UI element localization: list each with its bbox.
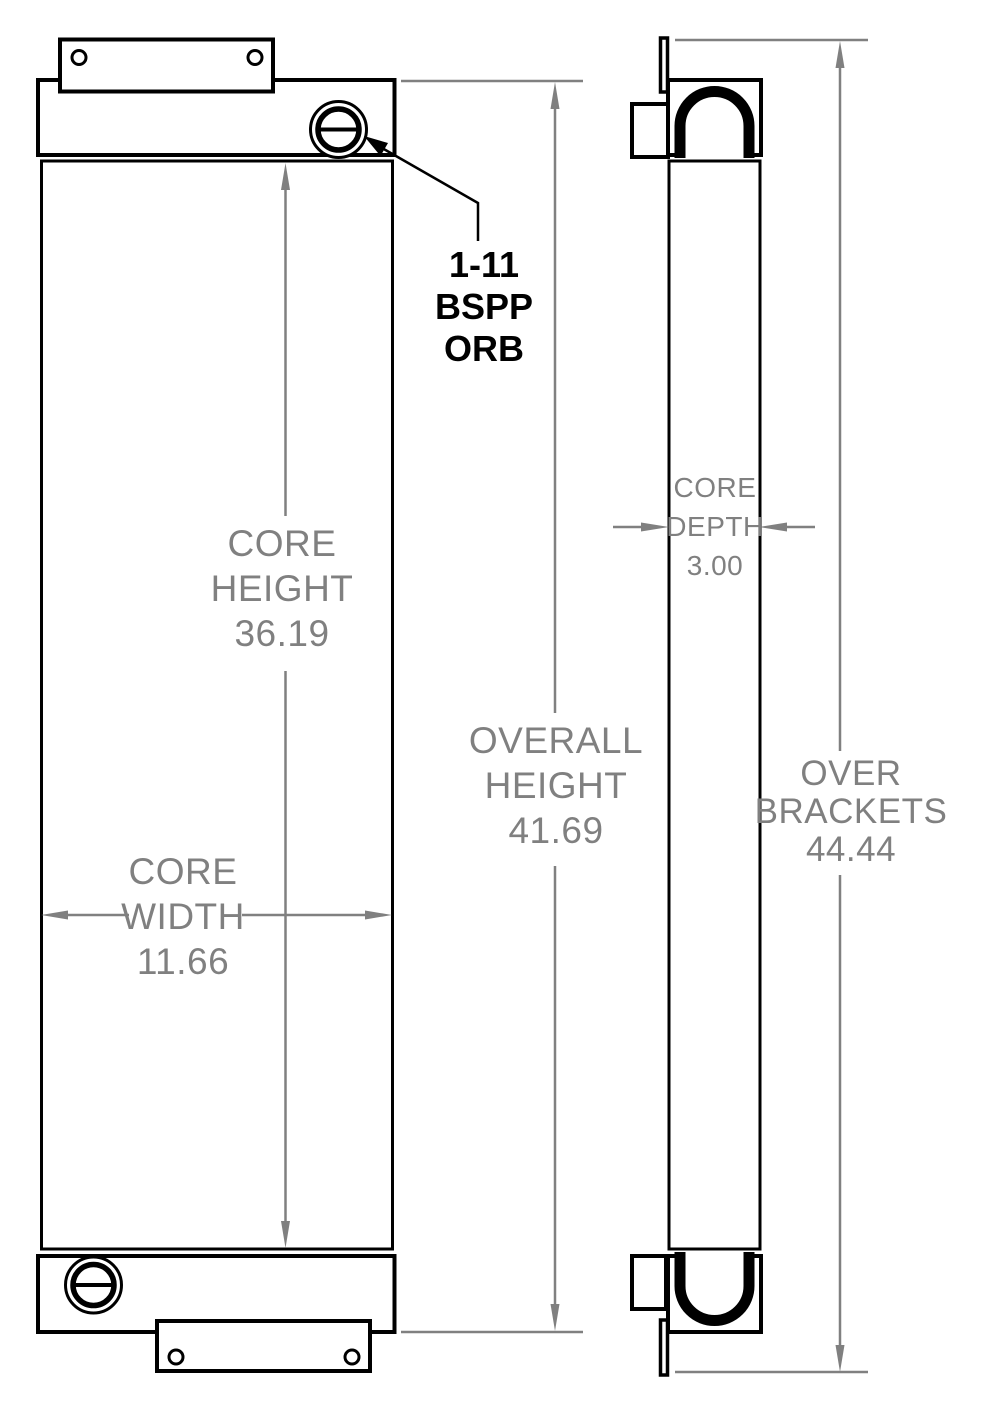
- core-depth-label: CORE DEPTH 3.00: [666, 468, 763, 585]
- front-top-bracket-hole-right: [246, 49, 264, 66]
- front-top-port-icon: [309, 100, 368, 159]
- dim-text: DEPTH: [666, 511, 764, 542]
- dim-value: 3.00: [686, 550, 744, 581]
- side-top-bracket-tab: [658, 36, 670, 94]
- leader-arrowhead-icon: [364, 136, 388, 156]
- arrow-right-icon: [641, 522, 669, 532]
- dim-text: CORE: [673, 472, 757, 503]
- dim-text: CORE: [128, 851, 238, 892]
- arrow-left-icon: [41, 910, 68, 920]
- dim-text: OVER: [800, 754, 902, 793]
- front-bottom-port-icon: [64, 1255, 123, 1315]
- arrow-down-icon: [550, 1304, 560, 1331]
- side-bottom-bracket-plate: [630, 1254, 668, 1311]
- side-bottom-bracket-tab: [658, 1318, 670, 1377]
- dim-text: OVERALL: [468, 720, 644, 761]
- side-core: [667, 159, 762, 1251]
- dimension-lines: [67, 38, 868, 1374]
- over-brackets-label: OVER BRACKETS 44.44: [755, 755, 948, 869]
- arrow-down-icon: [835, 1345, 845, 1372]
- arrow-down-icon: [281, 1221, 290, 1248]
- side-bottom-port-icon: [674, 1252, 755, 1326]
- dim-value: 44.44: [805, 830, 897, 869]
- arrow-right-icon: [365, 910, 392, 920]
- port-text: BSPP: [434, 286, 534, 327]
- front-top-bracket-hole-left: [70, 49, 88, 66]
- port-leader: [364, 136, 480, 241]
- port-text: ORB: [443, 328, 524, 369]
- front-bottom-bracket: [155, 1319, 372, 1373]
- dim-text: CORE: [227, 523, 337, 564]
- dim-value: 41.69: [508, 810, 604, 851]
- front-bottom-bracket-hole-left: [167, 1348, 185, 1366]
- over-brackets-dimension-line: [675, 38, 868, 1374]
- front-top-bracket: [58, 37, 275, 94]
- dim-value: 36.19: [234, 613, 330, 654]
- dim-value: 11.66: [136, 941, 230, 982]
- front-core: [40, 159, 394, 1251]
- side-top-bracket-plate: [630, 102, 670, 159]
- arrow-left-icon: [759, 522, 787, 532]
- dim-text: HEIGHT: [484, 765, 628, 806]
- arrow-up-icon: [281, 163, 290, 190]
- port-text: 1-11: [448, 244, 520, 285]
- side-view: [630, 36, 763, 1377]
- front-view: [36, 37, 397, 1373]
- overall-height-label: OVERALL HEIGHT 41.69: [469, 718, 643, 853]
- core-width-label: CORE WIDTH 11.66: [121, 849, 245, 984]
- side-top-port-icon: [674, 86, 755, 158]
- dim-text: HEIGHT: [210, 568, 354, 609]
- front-bottom-bracket-hole-right: [343, 1348, 361, 1366]
- overall-height-dimension-line: [401, 79, 583, 1334]
- dimension-arrowheads: [41, 41, 845, 1372]
- dim-text: BRACKETS: [754, 792, 948, 831]
- port-callout-label: 1-11 BSPP ORB: [435, 244, 533, 370]
- arrow-up-icon: [835, 41, 845, 68]
- arrow-up-icon: [550, 82, 560, 109]
- core-height-label: CORE HEIGHT 36.19: [211, 521, 354, 656]
- leader-line: [381, 146, 480, 241]
- dim-text: WIDTH: [121, 896, 245, 937]
